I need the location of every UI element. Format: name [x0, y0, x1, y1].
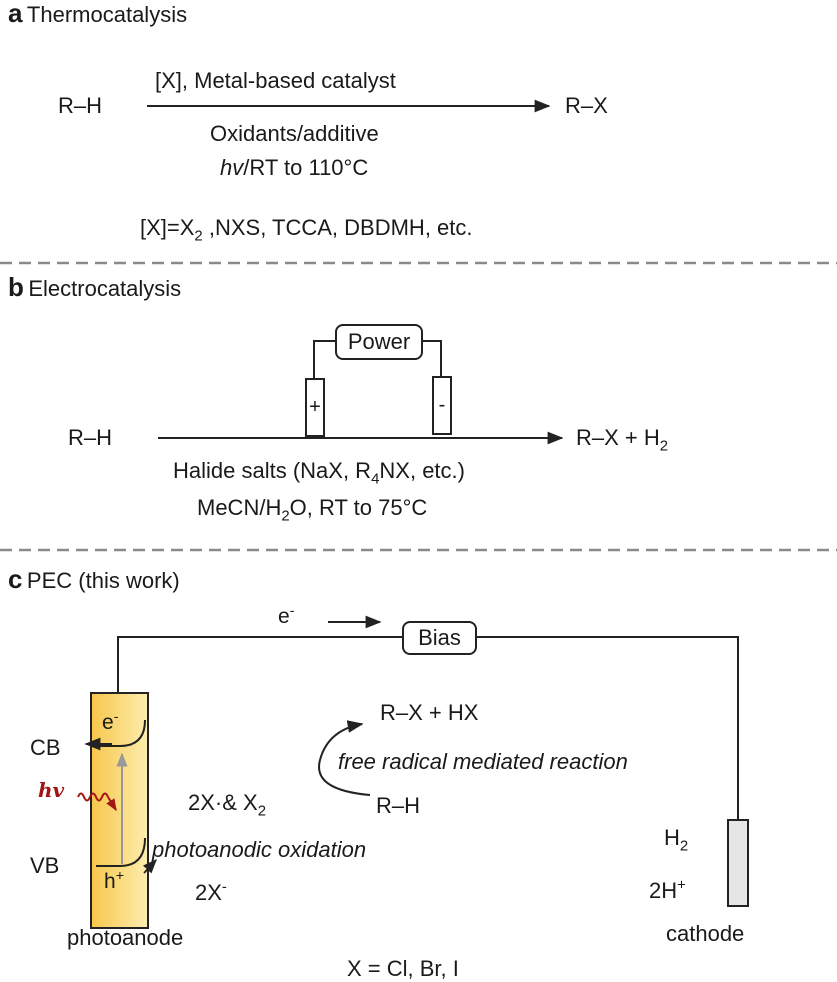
photoanode-label: photoanode — [67, 925, 184, 950]
hole-label: h+ — [104, 868, 125, 893]
panel-a-reactant: R–H — [58, 93, 103, 118]
pec-substrate: R–H — [376, 793, 421, 818]
light-wave — [77, 792, 109, 802]
cb-label: CB — [30, 735, 61, 760]
hydrogen-sub: 2 — [679, 837, 689, 855]
protons-label: 2H+ — [649, 876, 686, 903]
vb-label: VB — [30, 853, 60, 878]
halide-ion-label: 2X- — [195, 878, 227, 905]
solvent-prefix: MeCN/H — [197, 495, 282, 520]
product-sub: 2 — [659, 437, 669, 455]
cathode-label: cathode — [666, 921, 745, 946]
power-circuit-wire-right — [423, 340, 442, 378]
band-electron: e- — [102, 709, 119, 734]
radical-reaction-label: free radical mediated reaction — [338, 749, 628, 774]
light-label: hv — [38, 778, 65, 802]
conditions: /RT to 110°C — [243, 155, 369, 180]
panel-c-letter: c — [8, 564, 23, 594]
radicals-sub: 2 — [257, 802, 267, 820]
radicals-label: 2X·& X2 — [188, 790, 266, 819]
panel-b-title: Electrocatalysis — [28, 276, 182, 301]
panel-a-header: a Thermocatalysis — [8, 0, 187, 26]
panel-a-reagents: [X]=X2 ,NXS, TCCA, DBDMH, etc. — [140, 215, 473, 244]
protons-prefix: 2H — [649, 878, 678, 903]
anode-electrode: + — [305, 378, 325, 437]
panel-a-below-arrow-1: Oxidants/additive — [210, 121, 379, 146]
photoanodic-oxidation-label: photoanodic oxidation — [152, 837, 367, 862]
product-main: R–X + H — [576, 425, 660, 450]
hole-sup: + — [115, 868, 125, 884]
photoanode — [90, 692, 149, 929]
electron-flow-label: e- — [278, 603, 295, 628]
panel-a-letter: a — [8, 0, 23, 28]
panel-b-below-arrow-2: MeCN/H2O, RT to 75°C — [197, 495, 428, 524]
reagents-sub: 2 — [194, 227, 203, 245]
electron-sup: - — [289, 603, 295, 619]
reagents-prefix: [X]=X — [140, 215, 195, 240]
hole-transfer-arrow — [142, 858, 157, 874]
protons-sup: + — [677, 876, 686, 894]
cathode-electrode: - — [432, 376, 452, 435]
cathode — [727, 819, 749, 907]
pec-product: R–X + HX — [380, 700, 479, 725]
hole-letter: h — [104, 870, 116, 893]
panel-b-letter: b — [8, 272, 24, 302]
radicals-prefix: 2X·& X — [188, 790, 258, 815]
panel-b-header: b Electrocatalysis — [8, 274, 181, 300]
electron-letter: e — [278, 605, 290, 628]
halide-prefix: Halide salts (NaX, R — [173, 458, 372, 483]
halide-sub: 4 — [371, 470, 380, 488]
panel-c-header: c PEC (this work) — [8, 566, 180, 592]
panel-b-product: R–X + H2 — [576, 425, 668, 454]
pec-circuit-wire-right — [475, 636, 739, 820]
solvent-sub: 2 — [281, 507, 290, 525]
panel-b-reactant: R–H — [68, 425, 113, 450]
band-electron-letter: e — [102, 711, 114, 734]
bias-box: Bias — [402, 621, 477, 655]
panel-a-below-arrow-2: hv/RT to 110°C — [220, 157, 368, 179]
halogens-definition: X = Cl, Br, I — [347, 956, 459, 981]
halide-ion-sup: - — [221, 878, 227, 896]
hv-italic: hv — [220, 155, 244, 180]
valence-band-edge — [96, 837, 146, 867]
halide-suffix: NX, etc.) — [379, 458, 465, 483]
band-electron-sup: - — [113, 709, 119, 725]
hydrogen-prefix: H — [664, 825, 680, 850]
panel-a-above-arrow: [X], Metal-based catalyst — [155, 68, 396, 93]
conduction-band-edge — [96, 719, 146, 747]
solvent-suffix: O, RT to 75°C — [289, 495, 428, 520]
radical-reaction-arc — [318, 720, 371, 796]
power-box: Power — [335, 324, 423, 360]
panel-c-title: PEC (this work) — [26, 568, 180, 593]
hydrogen-label: H2 — [664, 825, 688, 854]
panel-a-product: R–X — [565, 93, 608, 118]
power-circuit-wire — [313, 340, 335, 380]
panel-a-title: Thermocatalysis — [26, 2, 188, 27]
panel-b-below-arrow-1: Halide salts (NaX, R4NX, etc.) — [173, 458, 465, 487]
pec-circuit-wire-left — [117, 636, 404, 693]
halide-ion-prefix: 2X — [195, 880, 222, 905]
reagents-suffix: ,NXS, TCCA, DBDMH, etc. — [202, 215, 473, 240]
light-wave-arrow — [106, 796, 117, 812]
